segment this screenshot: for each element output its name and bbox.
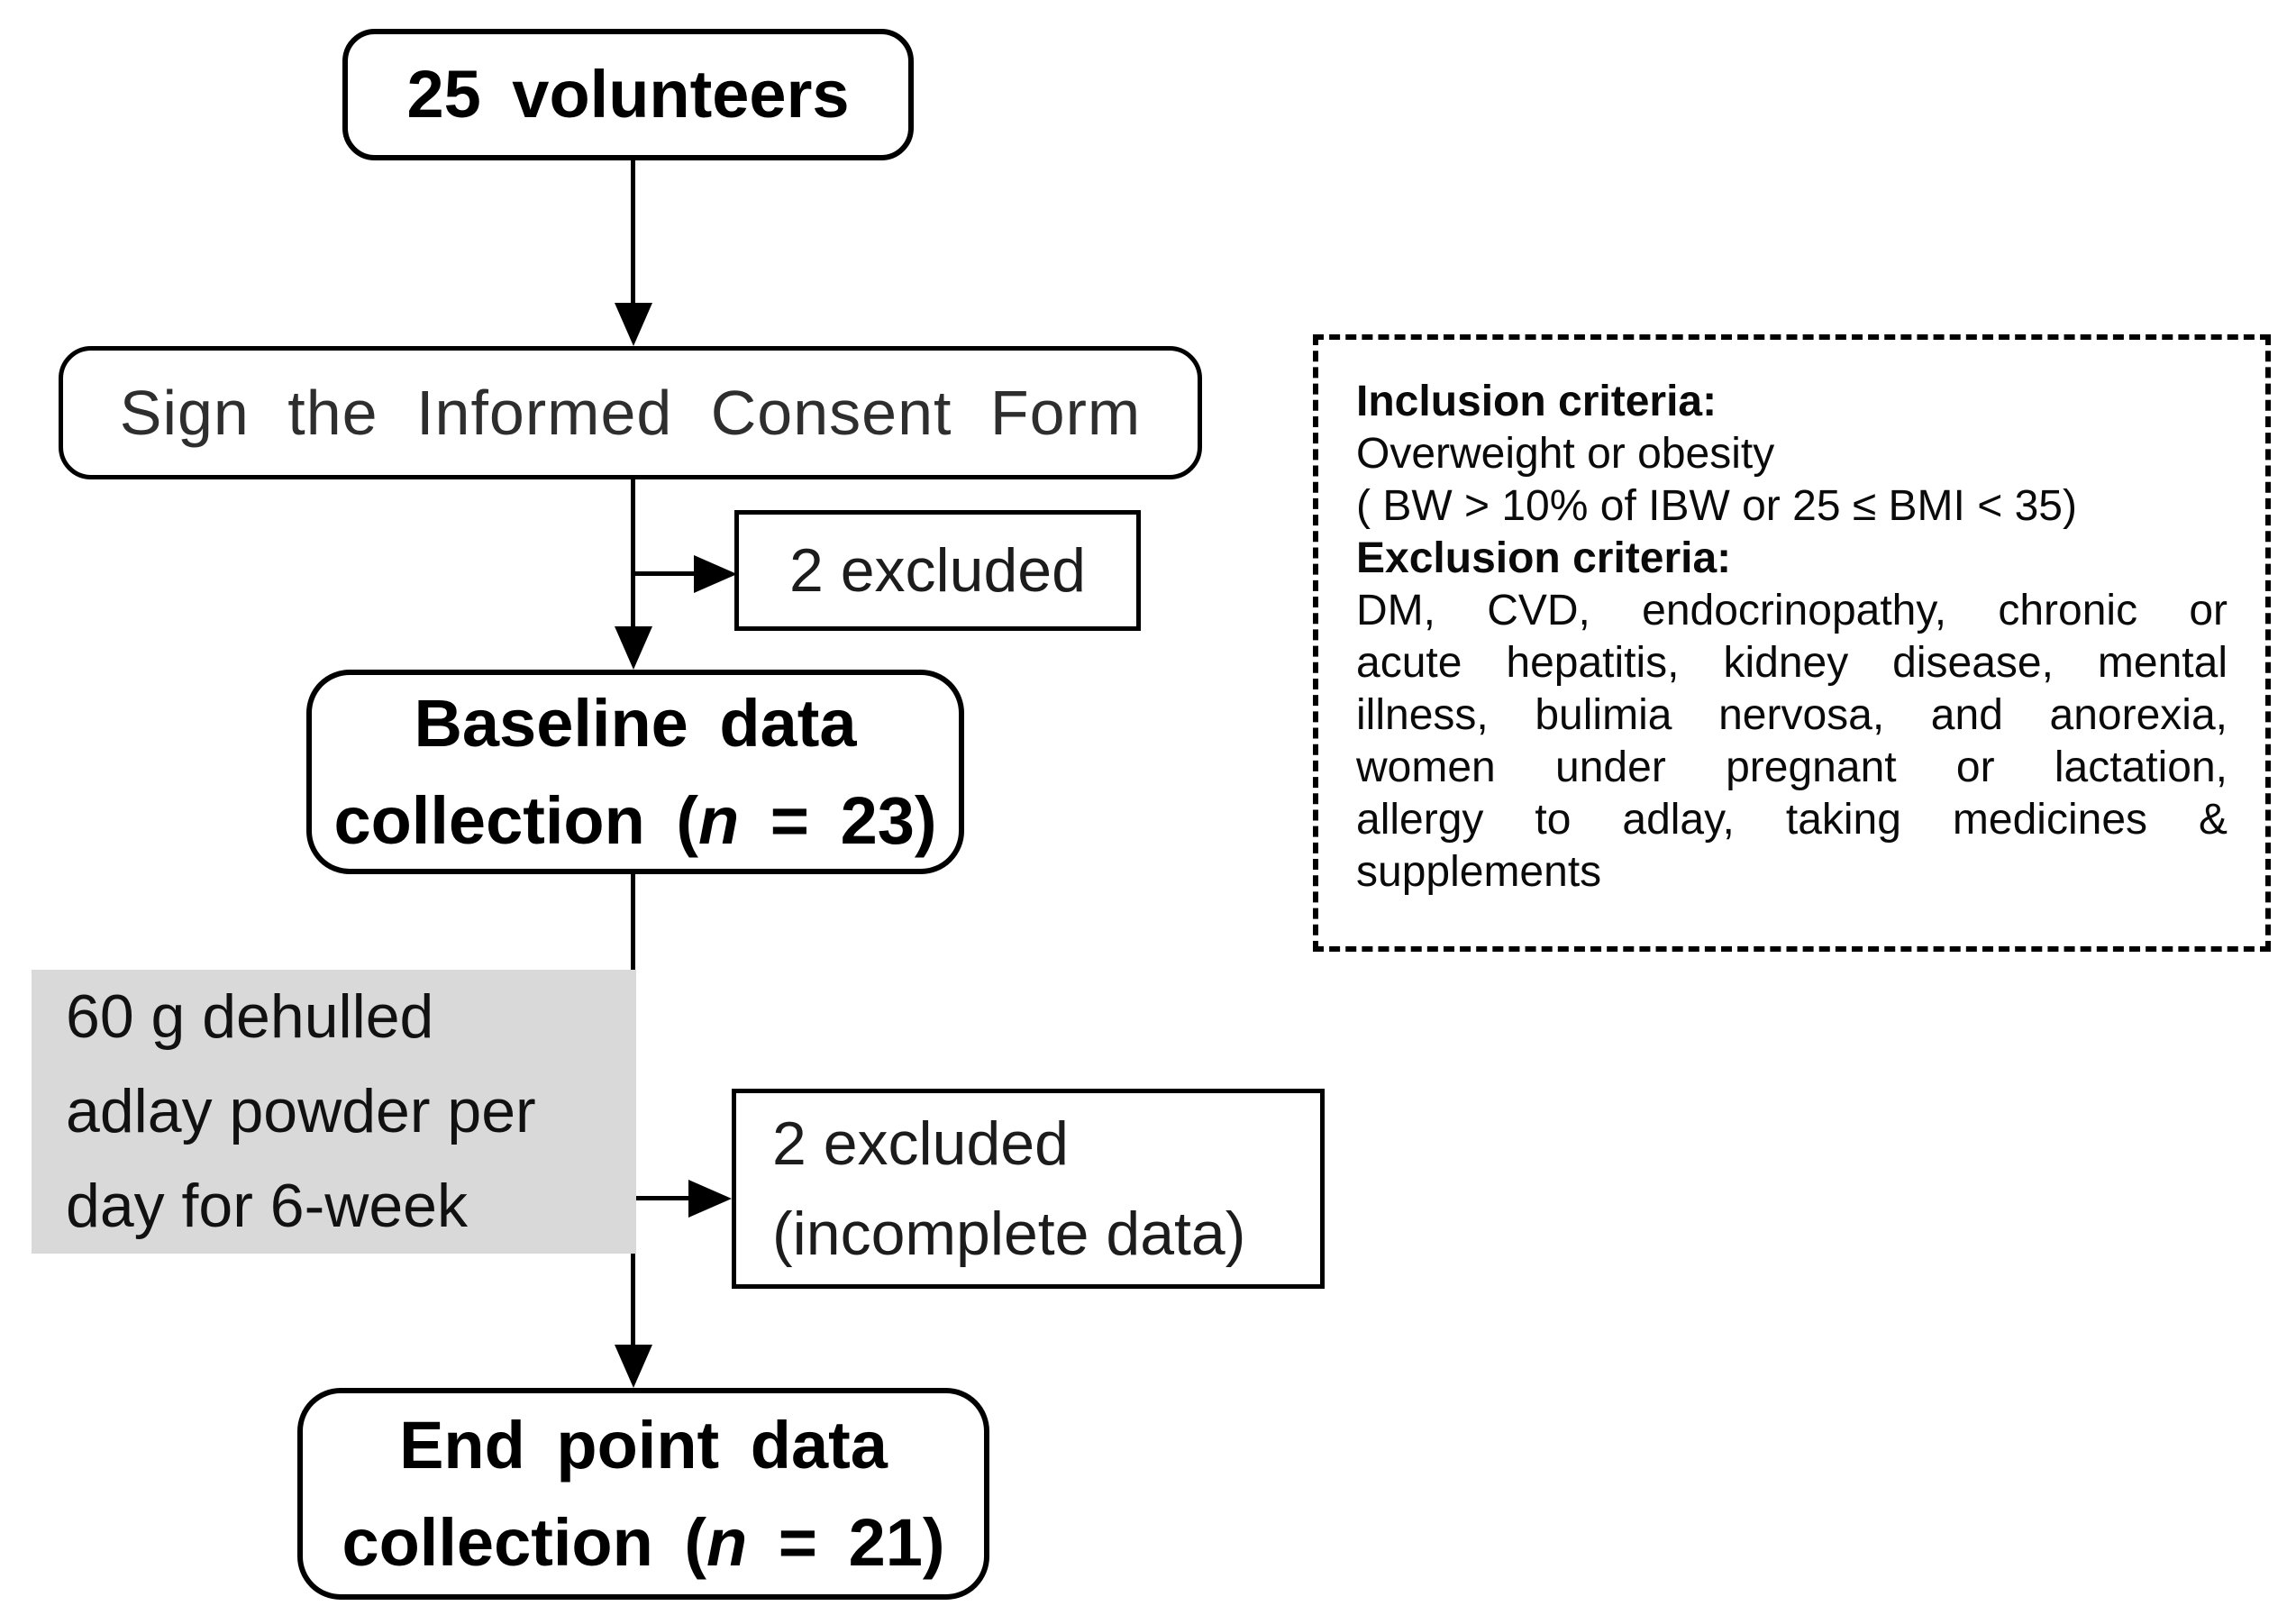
- intervention-line1: 60 g dehulled: [66, 982, 434, 1051]
- exclusion-line6: supplements: [1356, 848, 1602, 896]
- arrowhead-to-baseline: [615, 626, 652, 670]
- exclusion-line3: illness, bulimia nervosa, and anorexia,: [1356, 691, 2228, 739]
- endpoint-line2-suffix: = 21): [747, 1504, 945, 1580]
- consent-box: Sign the Informed Consent Form: [59, 346, 1202, 479]
- endpoint-box: End point data collection (n = 21): [297, 1388, 989, 1600]
- baseline-line2-prefix: collection (: [333, 782, 699, 858]
- excluded1-box: 2 excluded: [734, 510, 1141, 631]
- exclusion-line2: acute hepatitis, kidney disease, mental: [1356, 639, 2228, 687]
- criteria-box: Inclusion criteria: Overweight or obesit…: [1313, 334, 2271, 952]
- endpoint-line2-prefix: collection (: [342, 1504, 707, 1580]
- baseline-line1: Baseline data: [414, 685, 857, 761]
- exclusion-line5: allergy to adlay, taking medicines &: [1356, 796, 2228, 844]
- intervention-box: 60 g dehulled adlay powder per day for 6…: [32, 970, 636, 1254]
- excluded2-box: 2 excluded (incomplete data): [732, 1089, 1325, 1289]
- baseline-line2: collection (n = 23): [333, 772, 936, 870]
- endpoint-line1: End point data: [399, 1407, 888, 1483]
- exclusion-line4: women under pregnant or lactation,: [1356, 744, 2228, 791]
- excluded2-line1: 2 excluded: [772, 1109, 1069, 1178]
- inclusion-criteria-title: Inclusion criteria:: [1356, 378, 1717, 425]
- branch-line-excluded2: [631, 1196, 688, 1200]
- connector-consent-to-baseline: [631, 479, 635, 631]
- baseline-line2-suffix: = 23): [739, 782, 937, 858]
- arrowhead-to-excluded1: [694, 555, 737, 593]
- inclusion-line1: Overweight or obesity: [1356, 430, 1775, 478]
- excluded2-line2: (incomplete data): [772, 1200, 1246, 1268]
- intervention-line3: day for 6-week: [66, 1172, 468, 1240]
- baseline-n-symbol: n: [698, 782, 740, 858]
- consent-label: Sign the Informed Consent Form: [119, 378, 1142, 448]
- intervention-line2: adlay powder per: [66, 1077, 536, 1145]
- branch-line-excluded1: [631, 571, 694, 576]
- baseline-box: Baseline data collection (n = 23): [306, 670, 964, 874]
- arrowhead-to-consent: [615, 303, 652, 346]
- volunteers-box: 25 volunteers: [342, 29, 914, 160]
- endpoint-n-symbol: n: [706, 1504, 748, 1580]
- arrowhead-to-endpoint: [615, 1345, 652, 1388]
- connector-volunteers-to-consent: [631, 160, 635, 306]
- inclusion-line2: ( BW > 10% of IBW or 25 ≤ BMI < 35): [1356, 482, 2077, 530]
- excluded1-label: 2 excluded: [789, 536, 1086, 605]
- endpoint-line2: collection (n = 21): [342, 1494, 944, 1592]
- volunteers-label: 25 volunteers: [406, 57, 850, 132]
- exclusion-line1: DM, CVD, endocrinopathy, chronic or: [1356, 587, 2228, 634]
- arrowhead-to-excluded2: [688, 1180, 732, 1218]
- exclusion-criteria-title: Exclusion criteria:: [1356, 534, 1732, 582]
